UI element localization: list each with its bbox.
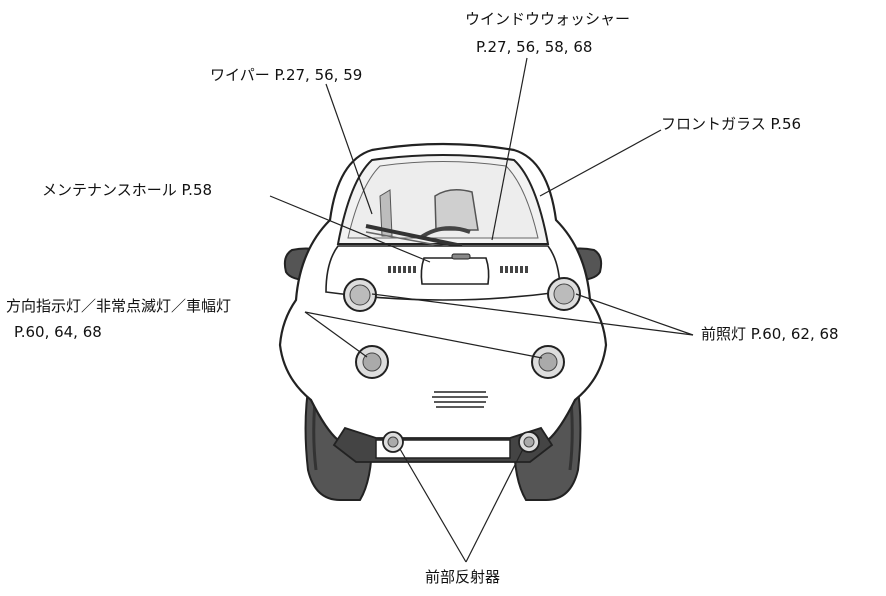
turn-signal-leader-right [304,311,543,359]
windshield-label: フロントガラス P.56 [661,115,802,133]
washer-leader [491,57,528,241]
hood-vents [388,266,528,273]
steering-wheel [418,226,471,240]
headlight-label: 前照灯 P.60, 62, 68 [701,325,839,343]
reflector-leader-right [465,448,524,563]
washer-pages-label: P.27, 56, 58, 68 [476,38,593,56]
front-reflector-label: 前部反射器 [425,568,501,586]
wiper-label: ワイパー P.27, 56, 59 [210,66,363,84]
maintenance-hole-panel [420,257,490,285]
wiper-leader [325,83,373,215]
reflector-leader-left [399,448,467,563]
turn-signal-leader-left [304,311,368,358]
leader-lines [269,57,694,563]
seat [434,189,479,231]
headlight-leader-right [575,293,694,336]
headlight-leader-left [371,293,694,336]
wiper-blade [365,224,463,248]
maintenance-hole-label: メンテナンスホール P.58 [42,181,213,199]
maintenance-hole-leader [269,195,431,263]
front-grille [432,391,488,408]
turn-signal-pages-label: P.60, 64, 68 [14,323,102,341]
windshield-leader [539,129,662,197]
washer-label: ウインドウウォッシャー [465,10,631,28]
turn-signal-label: 方向指示灯／非常点滅灯／車幅灯 [6,297,232,315]
